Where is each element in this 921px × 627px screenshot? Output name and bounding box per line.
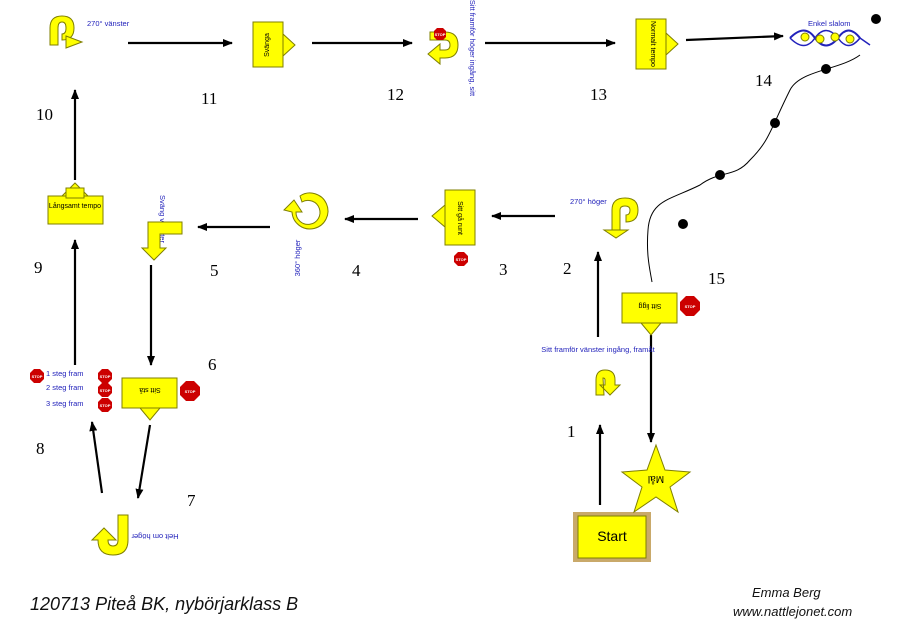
author-url: www.nattlejonet.com [733, 604, 853, 619]
stop-icon [98, 383, 112, 397]
station-1: Sitt framför vänster ingång, framåt 1 [541, 345, 655, 441]
svg-text:STOP: STOP [100, 403, 111, 408]
course-dots [678, 14, 881, 229]
station-14-number: 14 [755, 71, 773, 90]
svg-text:STOP: STOP [32, 374, 43, 379]
station-5: Sväng vänster 5 [140, 195, 219, 280]
station-7-number: 7 [187, 491, 196, 510]
station-11: Svänga 11 [201, 21, 296, 108]
station-9-number: 9 [34, 258, 43, 277]
station-5-label: Sväng vänster [158, 195, 167, 243]
station-12-label: Sitt framför höger ingång, sitt [468, 0, 477, 97]
station-4-label: 360° höger [293, 239, 302, 276]
station-9-label: Långsamt tempo [49, 202, 101, 210]
flow-arrows [71, 32, 784, 505]
station-3: Sitt gå runt STOP 3 [431, 189, 508, 279]
station-13-label: Normalt tempo [649, 21, 656, 67]
turn-left-icon [140, 221, 183, 261]
step-3-label: 3 steg fram [46, 399, 84, 408]
station-10-number: 10 [36, 105, 53, 124]
svg-text:STOP: STOP [100, 388, 111, 393]
stop-icon [434, 28, 446, 40]
turn-360-right-icon [283, 192, 329, 230]
station-15-label: Sitt ligg [638, 302, 661, 309]
station-12-number: 12 [387, 85, 404, 104]
station-11-number: 11 [201, 89, 217, 108]
stop-icon [98, 398, 112, 412]
station-7: Helt om höger 7 [90, 491, 196, 556]
stop-icon [454, 252, 468, 266]
station-14-label: Enkel slalom [808, 19, 851, 28]
stop-icon [680, 296, 700, 316]
start-label: Start [597, 528, 627, 544]
station-9: Långsamt tempo 9 [34, 182, 104, 277]
station-13-number: 13 [590, 85, 607, 104]
station-6-number: 6 [208, 355, 217, 374]
finish-label: Mål [648, 473, 664, 485]
arrow-7-to-8 [89, 421, 104, 494]
turn-270-right-icon [611, 197, 639, 231]
path-14-to-15 [647, 54, 861, 283]
station-10-label: 270° vänster [87, 19, 130, 28]
svg-text:STOP: STOP [456, 257, 467, 262]
station-6: Sitt stå STOP 6 [121, 355, 217, 421]
svg-text:STOP: STOP [100, 374, 111, 379]
station-2: 270° höger 2 [563, 197, 639, 278]
sit-front-icon [595, 369, 622, 396]
station-4-number: 4 [352, 261, 361, 280]
station-5-number: 5 [210, 261, 219, 280]
station-3-number: 3 [499, 260, 508, 279]
arrow-13-to-14 [685, 32, 784, 42]
svg-text:STOP: STOP [685, 304, 696, 309]
step-2-label: 2 steg fram [46, 383, 84, 392]
station-13: Normalt tempo 13 [590, 18, 679, 104]
station-1-number: 1 [567, 422, 576, 441]
station-1-label: Sitt framför vänster ingång, framåt [541, 345, 655, 354]
station-6-label: Sitt stå [139, 386, 161, 394]
about-turn-right-icon [90, 514, 129, 556]
sit-right-entry-icon [427, 31, 459, 66]
station-8-number: 8 [36, 439, 45, 458]
station-10: 270° vänster 10 [36, 15, 130, 124]
station-3-label: Sitt gå runt [456, 201, 464, 235]
stop-icon [180, 381, 200, 401]
finish-star: Mål [620, 443, 692, 514]
stop-icon [30, 369, 44, 383]
station-11-label: Svänga [264, 33, 271, 57]
station-2-label: 270° höger [570, 197, 607, 206]
stop-icon [98, 369, 112, 383]
author-name: Emma Berg [752, 585, 821, 600]
svg-text:STOP: STOP [185, 389, 196, 394]
arrow-6-to-7 [135, 424, 152, 499]
station-8: STOP 1 steg fram STOP 2 steg fram STOP 3… [30, 369, 112, 458]
station-2-number: 2 [563, 259, 572, 278]
station-15: Sitt ligg STOP 15 [621, 269, 725, 336]
station-12: STOP Sitt framför höger ingång, sitt 12 [387, 0, 477, 104]
start-sign: Start [573, 512, 651, 562]
svg-text:STOP: STOP [435, 32, 446, 37]
course-title: 120713 Piteå BK, nybörjarklass B [30, 594, 299, 614]
station-15-number: 15 [708, 269, 725, 288]
station-4: 360° höger 4 [283, 192, 361, 280]
station-7-label: Helt om höger [131, 532, 179, 541]
step-1-label: 1 steg fram [46, 369, 84, 378]
station-14: Enkel slalom 14 [755, 19, 871, 90]
